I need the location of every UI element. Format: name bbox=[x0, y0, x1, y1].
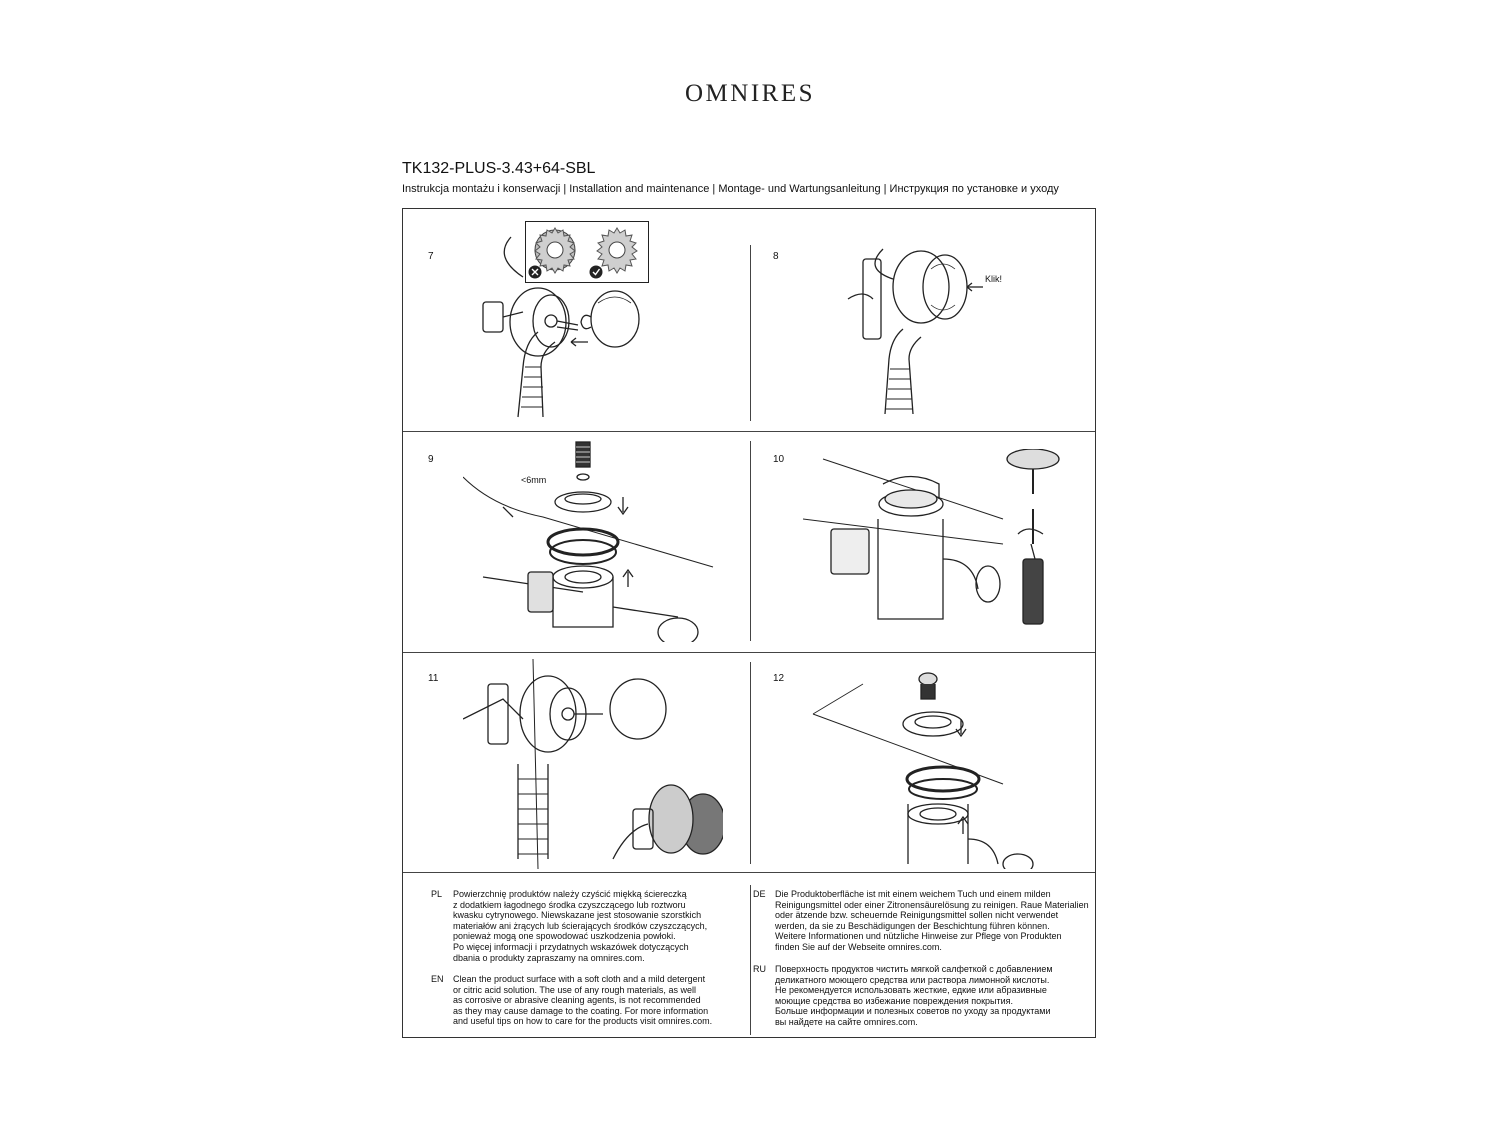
col-divider-3 bbox=[750, 662, 751, 864]
step-number-8: 8 bbox=[773, 251, 779, 262]
step-number-11: 11 bbox=[428, 673, 439, 684]
step-number-7: 7 bbox=[428, 251, 434, 262]
instruction-frame: 7 8 9 10 11 12 bbox=[402, 208, 1096, 1038]
step-number-9: 9 bbox=[428, 454, 434, 465]
col-divider-4 bbox=[750, 885, 751, 1035]
col-divider-2 bbox=[750, 441, 751, 641]
care-text-pl: Powierzchnię produktów należy czyścić mi… bbox=[453, 889, 708, 963]
gear-right-icon bbox=[596, 227, 638, 274]
lang-code-en: EN bbox=[431, 974, 444, 984]
lang-code-pl: PL bbox=[431, 889, 443, 899]
row-divider-1 bbox=[403, 431, 1095, 432]
gear-wrong-icon bbox=[534, 227, 576, 274]
col-divider-1 bbox=[750, 245, 751, 421]
step-11-illustration bbox=[463, 659, 723, 869]
row-divider-3 bbox=[403, 872, 1095, 873]
model-title: TK132-PLUS-3.43+64-SBL bbox=[402, 160, 596, 177]
check-badge-icon bbox=[589, 265, 603, 279]
step-12-illustration bbox=[803, 664, 1063, 869]
step-number-10: 10 bbox=[773, 454, 785, 465]
step-7-illustration bbox=[463, 217, 663, 427]
care-text-ru: Поверхность продуктов чистить мягкой сал… bbox=[775, 964, 1053, 1027]
care-text-de: Die Produktoberfläche ist mit einem weic… bbox=[775, 889, 1089, 952]
gap-label: <6mm bbox=[521, 475, 547, 485]
lang-code-ru: RU bbox=[753, 964, 766, 974]
step-9-illustration bbox=[463, 437, 753, 642]
manual-subtitle: Instrukcja montażu i konserwacji | Insta… bbox=[402, 183, 1059, 195]
cross-badge-icon bbox=[528, 265, 542, 279]
step-10-illustration bbox=[803, 449, 1063, 634]
click-label: Klik! bbox=[985, 274, 1003, 284]
lang-code-de: DE bbox=[753, 889, 766, 899]
care-text-en: Clean the product surface with a soft cl… bbox=[453, 974, 713, 1027]
step-number-12: 12 bbox=[773, 673, 785, 684]
brand-logo: OMNIRES bbox=[684, 80, 815, 107]
step-8-illustration bbox=[843, 239, 1043, 419]
row-divider-2 bbox=[403, 652, 1095, 653]
spline-comparison-box bbox=[525, 221, 649, 283]
